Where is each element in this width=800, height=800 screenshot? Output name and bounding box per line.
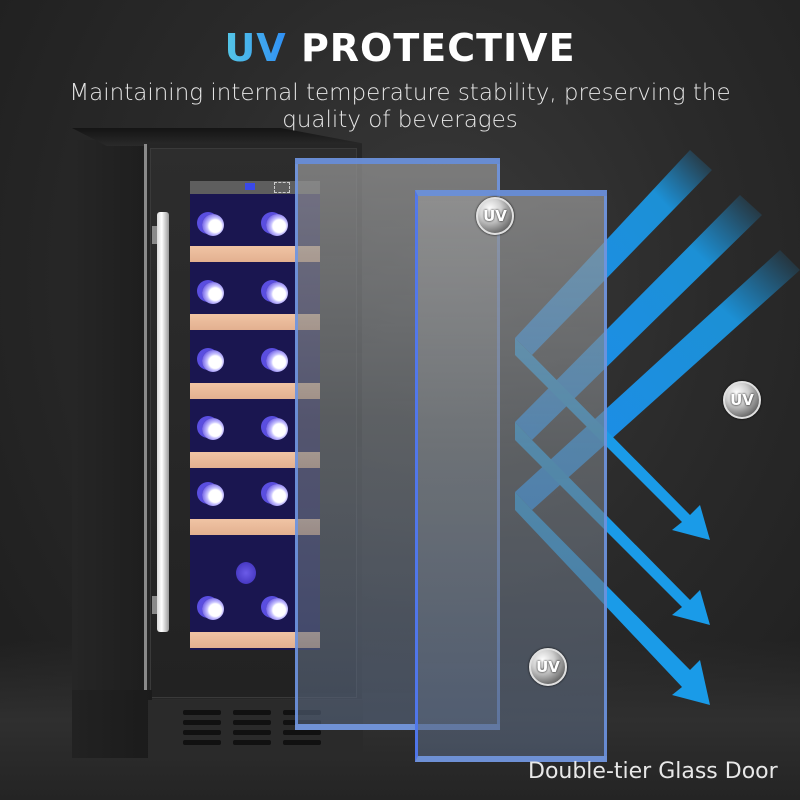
uv-badge-icon: UV (723, 381, 761, 419)
bottle (202, 350, 224, 372)
vent-slot (183, 740, 221, 745)
vent-slot (183, 730, 221, 735)
bottle (266, 214, 288, 236)
shelf (190, 452, 320, 468)
bottle (266, 350, 288, 372)
handle-mount (152, 226, 160, 244)
control-panel (190, 181, 320, 194)
vent-slot (283, 730, 321, 735)
bottle (236, 562, 256, 584)
bottle (266, 598, 288, 620)
bottle (202, 282, 224, 304)
cabinet-top (72, 128, 362, 146)
vent-slot (233, 730, 271, 735)
uv-badge-icon: UV (529, 648, 567, 686)
bottle (266, 418, 288, 440)
bottle (266, 484, 288, 506)
vent-slot (183, 720, 221, 725)
vent-slot (283, 740, 321, 745)
shelf (190, 246, 320, 262)
bottle (202, 598, 224, 620)
bottle (202, 484, 224, 506)
shelf (190, 519, 320, 535)
shelf (190, 632, 320, 648)
vent-slot (233, 720, 271, 725)
cabinet-side (72, 140, 144, 720)
bottle (202, 214, 224, 236)
vent-slot (183, 710, 221, 715)
cabinet-bottom (72, 690, 152, 758)
title-highlight: UV (224, 26, 287, 70)
vent-slot (233, 740, 271, 745)
temperature-display (245, 183, 255, 190)
lock-icon (274, 182, 290, 193)
vent-slot (233, 710, 271, 715)
shelf (190, 314, 320, 330)
glass-pane-inner (415, 190, 607, 762)
page-title: UV PROTECTIVE (0, 26, 800, 70)
bottle (202, 418, 224, 440)
uv-badge-icon: UV (476, 197, 514, 235)
title-rest: PROTECTIVE (300, 26, 576, 70)
bottle (266, 282, 288, 304)
handle-mount (152, 596, 160, 614)
subtitle: Maintaining internal temperature stabili… (69, 80, 731, 133)
shelf (190, 383, 320, 399)
caption: Double-tier Glass Door (528, 759, 778, 784)
door-handle (157, 212, 169, 632)
